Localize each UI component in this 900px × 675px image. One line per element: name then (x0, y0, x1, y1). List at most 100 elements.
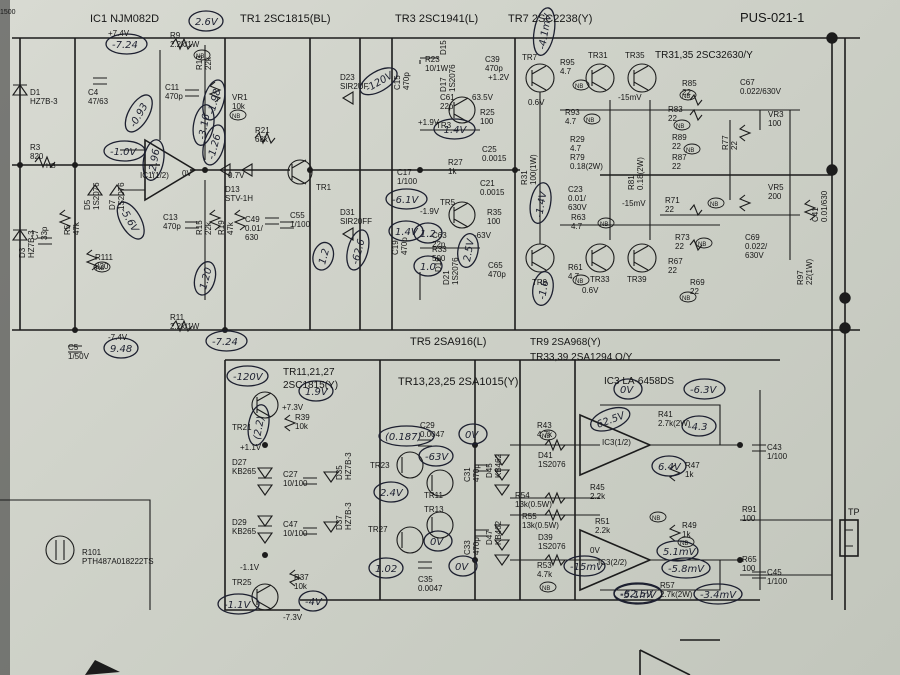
part-label-line: R69 (690, 278, 705, 287)
handwritten-circle (458, 423, 488, 445)
nb-tag: NB (575, 84, 583, 90)
part-label-line: 0.0047 (418, 584, 443, 593)
part-label-line: 100(1W) (529, 154, 538, 185)
nb-tag: NB (676, 124, 684, 130)
handwritten-value: -7.24 (212, 337, 238, 348)
part-label-line: 1k (685, 470, 694, 479)
handwritten-value: -6.3V (690, 385, 718, 396)
handwritten-circle (418, 445, 454, 467)
part-label-line: D7 (108, 199, 117, 210)
nb-tag: NB (682, 94, 690, 100)
nb-tag-outline (572, 79, 590, 91)
part-label-line: 1S2076 (451, 257, 460, 285)
part-label-line: D23 (340, 73, 355, 82)
handwritten-circle (613, 582, 663, 604)
handwritten-value: 0V (455, 562, 469, 573)
handwritten-circle (378, 425, 435, 447)
part-label-line: R67 (668, 257, 683, 266)
handwritten-circle (532, 270, 554, 306)
nb-tag: NB (652, 516, 660, 522)
hb-tag: HB (46, 163, 56, 170)
handwritten-circle (205, 330, 248, 352)
handwritten-circle (373, 481, 409, 503)
part-label-line: 4.7k (537, 570, 553, 579)
part-label-line: 47/63 (88, 97, 109, 106)
handwritten-circle (312, 241, 335, 271)
part-label-line: 1/100 (290, 220, 311, 229)
part-label-line: D37 (335, 515, 344, 530)
part-label-line: 10k (294, 582, 308, 591)
handwritten-circle (563, 555, 606, 577)
transistor-label-tr13: TR13 (424, 505, 444, 514)
handwritten-circle (226, 365, 269, 387)
part-label-line: R111 (95, 253, 113, 262)
part-label-line: C27 (283, 470, 298, 479)
part-label-line: R63 (571, 213, 586, 222)
handwritten-value: -5.6V (117, 206, 140, 235)
handwritten-circle (457, 232, 479, 268)
part-label-line: 2.2k/1W (170, 40, 200, 49)
part-label-line: R11 (170, 313, 185, 322)
handwritten-value: (2.2) (252, 415, 267, 440)
part-label-line: 22 (730, 141, 739, 150)
part-label-line: 0.01/ (568, 194, 587, 203)
nb-tag: NB (680, 541, 688, 547)
part-label-line: R55 (522, 512, 537, 521)
handwritten-circle (693, 583, 743, 605)
part-label-line: 1S2076 (92, 182, 101, 210)
part-label-line: D17 (439, 77, 448, 92)
nb-tag-outline (679, 89, 697, 101)
transistor-label-tr27: TR27 (368, 525, 388, 534)
handwritten-value: 2.5V (462, 237, 477, 262)
handwritten-circle (423, 530, 453, 552)
part-label-line: 22 (665, 205, 674, 214)
part-label-line: R85 (682, 79, 697, 88)
part-label-line: D27 (232, 458, 247, 467)
nb-tag-outline (673, 119, 691, 131)
handwritten-circle (413, 222, 443, 244)
part-label-line: R83 (668, 105, 683, 114)
part-label-line: 100 (742, 514, 756, 523)
part-label-line: D47 (485, 530, 494, 545)
handwritten-value: -1.98 (206, 88, 223, 116)
handwritten-circle (298, 380, 334, 402)
part-label-line: R41 (658, 410, 673, 419)
part-label-line: R57 (660, 581, 675, 590)
handwritten-value: -4.3 (688, 422, 708, 433)
part-label-line: KB462 (494, 453, 503, 478)
handwritten-circle (116, 201, 145, 240)
part-label-line: R5 (63, 224, 72, 235)
part-label-line: R51 (595, 517, 610, 526)
part-label-line: C13 (163, 213, 178, 222)
part-label-line: R97 (796, 270, 805, 285)
header-ic3b: IC3(2/2) (598, 558, 627, 567)
handwritten-value: -62.5V (620, 589, 654, 600)
part-label-line: C17 (397, 168, 412, 177)
handwritten-value: 1.2 (317, 248, 332, 266)
part-label-line: D1 (30, 88, 41, 97)
handwritten-value: -5.1mV (620, 590, 657, 601)
part-label-line: C35 (418, 575, 433, 584)
part-label-line: C55 (290, 211, 305, 220)
part-label-line: 470p (488, 270, 506, 279)
handwritten-value: 62.5V (595, 410, 627, 431)
header-tr31: TR31,35 2SC32630/Y (655, 50, 753, 61)
handwritten-circle (103, 337, 139, 359)
part-label-line: 470p (472, 464, 481, 482)
